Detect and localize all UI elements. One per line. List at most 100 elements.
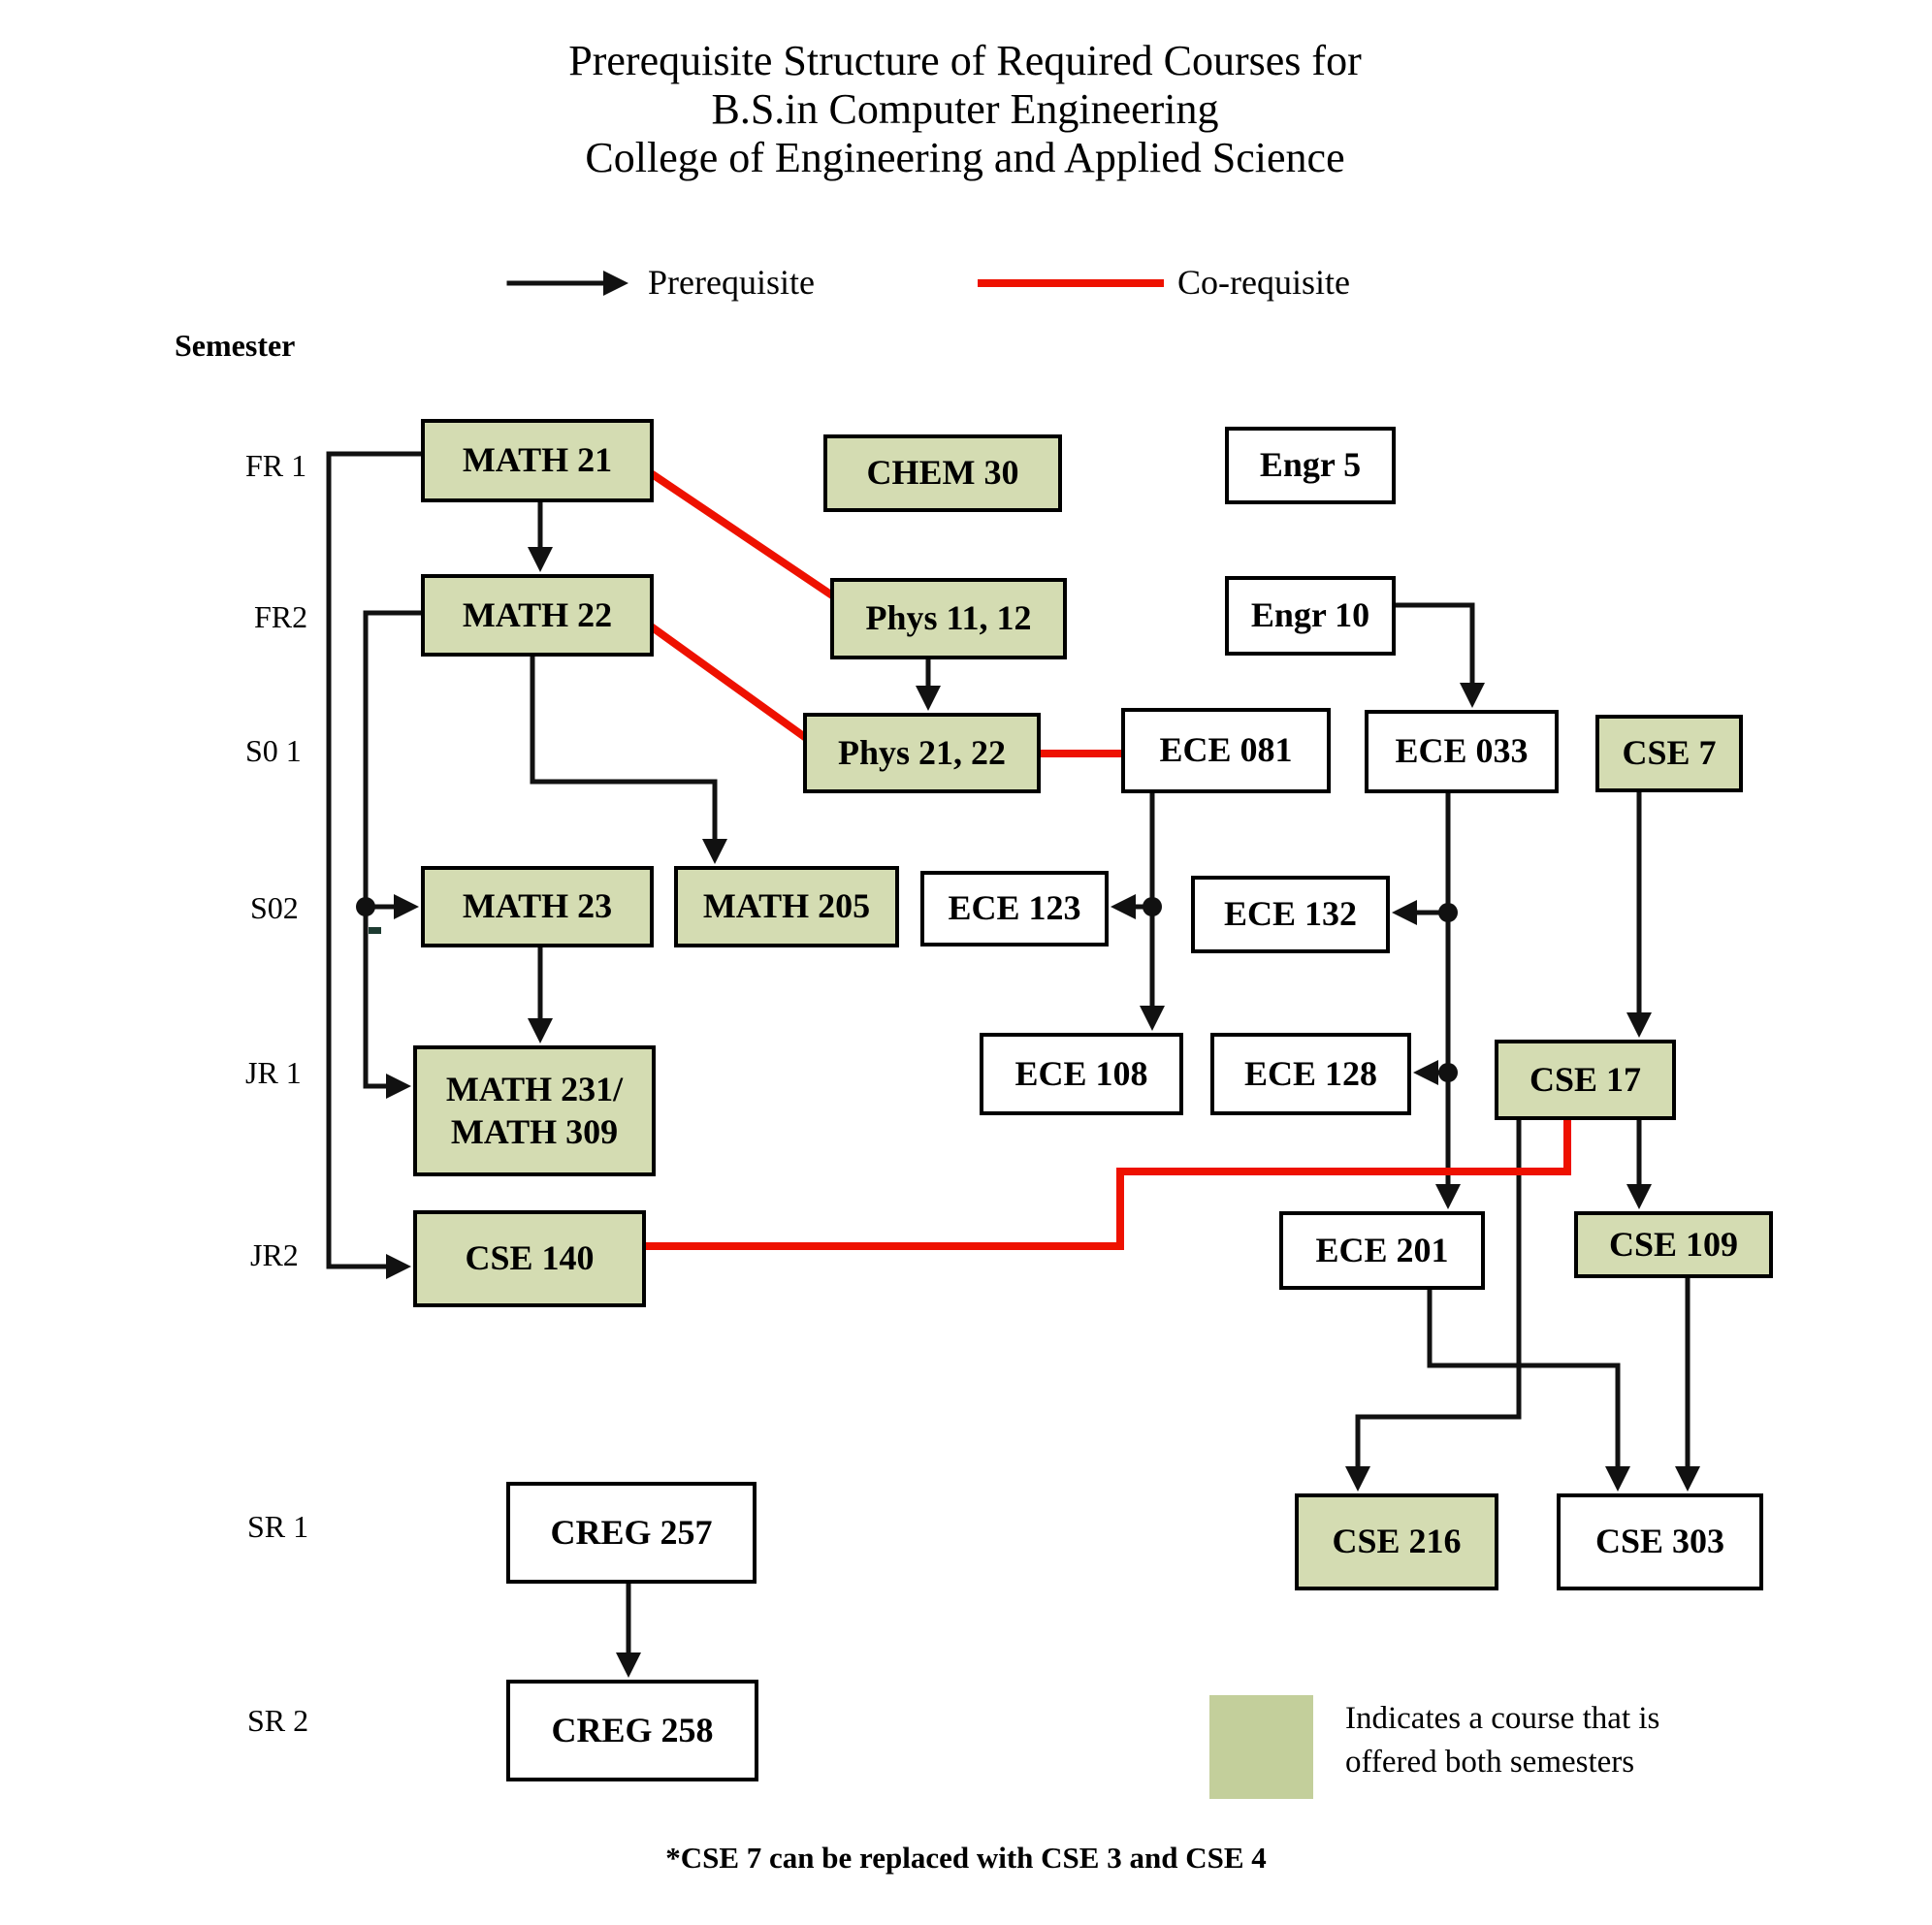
course-box-phys-11-12: Phys 11, 12 bbox=[830, 578, 1067, 659]
semester-label-jr2: JR2 bbox=[250, 1237, 299, 1272]
course-box-cse-7: CSE 7 bbox=[1595, 715, 1743, 792]
course-box-cse-109: CSE 109 bbox=[1574, 1211, 1773, 1278]
course-box-chem-30: CHEM 30 bbox=[823, 434, 1062, 512]
course-box-creg-257: CREG 257 bbox=[506, 1482, 757, 1584]
course-box-cse-17: CSE 17 bbox=[1495, 1040, 1676, 1120]
math22-to-math205 bbox=[530, 654, 718, 848]
semester-label-s02: S02 bbox=[250, 890, 299, 925]
both-semesters-swatch bbox=[1209, 1695, 1313, 1799]
math22-to-math23-arrowhead bbox=[394, 894, 419, 919]
course-box-ece-201: ECE 201 bbox=[1279, 1211, 1485, 1290]
course-box-ece-123: ECE 123 bbox=[920, 871, 1109, 946]
course-label: CSE 109 bbox=[1608, 1224, 1739, 1264]
course-box-cse-140: CSE 140 bbox=[413, 1210, 646, 1307]
course-label: CSE 216 bbox=[1332, 1522, 1462, 1561]
math22-to-math205-arrowhead bbox=[702, 839, 727, 864]
course-label: ECE 108 bbox=[1014, 1053, 1148, 1093]
course-label: Phys 11, 12 bbox=[865, 598, 1032, 638]
course-label: ECE 033 bbox=[1395, 731, 1529, 771]
ece201-to-cse303-arrowhead bbox=[1605, 1466, 1630, 1492]
ece081-to-ece123-arrowhead bbox=[1111, 894, 1136, 919]
math22-to-math231 bbox=[363, 610, 424, 1089]
course-box-phys-21-22: Phys 21, 22 bbox=[803, 713, 1041, 793]
math22-to-math23-junction-dot-0 bbox=[356, 897, 375, 916]
course-box-ece-132: ECE 132 bbox=[1191, 876, 1390, 953]
course-label: ECE 123 bbox=[948, 888, 1081, 928]
ece081-to-ece108-arrowhead bbox=[1140, 1006, 1165, 1031]
cse17-to-cse216 bbox=[1355, 1117, 1522, 1475]
course-label: Phys 21, 22 bbox=[837, 732, 1007, 772]
course-label: Engr 10 bbox=[1250, 595, 1370, 635]
course-label: CSE 17 bbox=[1529, 1059, 1642, 1099]
page-title: Prerequisite Structure of Required Cours… bbox=[29, 37, 1901, 182]
course-box-cse-303: CSE 303 bbox=[1557, 1493, 1763, 1590]
creg257-to-creg258-arrowhead bbox=[616, 1652, 641, 1678]
course-label: Engr 5 bbox=[1259, 445, 1362, 485]
course-box-ece-081: ECE 081 bbox=[1121, 708, 1331, 793]
coreq-math21-phys1112 bbox=[648, 469, 838, 601]
course-label: CSE 303 bbox=[1594, 1522, 1725, 1561]
note-line-2: offered both semesters bbox=[1345, 1744, 1635, 1780]
math23-to-math231-arrowhead bbox=[528, 1018, 553, 1043]
course-label: ECE 128 bbox=[1243, 1053, 1378, 1093]
note-line-1: Indicates a course that is bbox=[1345, 1701, 1660, 1736]
ece033-to-ece128-arrowhead bbox=[1413, 1060, 1438, 1085]
semester-label-fr2: FR2 bbox=[254, 599, 308, 634]
course-label: MATH 21 bbox=[462, 440, 613, 480]
course-label: ECE 132 bbox=[1223, 894, 1358, 934]
course-box-ece-033: ECE 033 bbox=[1365, 710, 1559, 793]
course-label: MATH 231/ bbox=[445, 1069, 624, 1108]
course-label: MATH 23 bbox=[462, 886, 613, 926]
course-box-math-21: MATH 21 bbox=[421, 419, 654, 502]
course-label: MATH 22 bbox=[462, 594, 613, 634]
course-label: MATH 309 bbox=[450, 1111, 619, 1151]
legend-prereq-arrow-arrowhead bbox=[603, 271, 628, 296]
cse17-to-cse216-arrowhead bbox=[1345, 1466, 1370, 1492]
cse17-to-cse109-arrowhead bbox=[1626, 1184, 1652, 1209]
engr10-to-ece033-arrowhead bbox=[1460, 683, 1485, 708]
course-label: ECE 081 bbox=[1159, 730, 1293, 770]
both-semesters-note: Indicates a course that is offered both … bbox=[1345, 1697, 1659, 1783]
ece033-to-ece201-arrowhead bbox=[1435, 1184, 1461, 1209]
course-box-cse-216: CSE 216 bbox=[1295, 1493, 1498, 1590]
phys1112-to-phys2122-arrowhead bbox=[916, 686, 941, 711]
footnote: *CSE 7 can be replaced with CSE 3 and CS… bbox=[665, 1841, 1267, 1875]
small-dash bbox=[369, 927, 381, 934]
coreq-cse140-cse17 bbox=[642, 1116, 1571, 1250]
course-box-ece-108: ECE 108 bbox=[980, 1033, 1183, 1115]
math22-to-math231-arrowhead bbox=[386, 1074, 411, 1099]
course-label: CSE 140 bbox=[465, 1238, 595, 1278]
semester-label-s0-1: S0 1 bbox=[245, 733, 302, 768]
course-label: CSE 7 bbox=[1622, 733, 1717, 773]
course-box-creg-258: CREG 258 bbox=[506, 1680, 758, 1781]
course-label: CHEM 30 bbox=[866, 453, 1019, 493]
cse7-to-cse17-arrowhead bbox=[1626, 1012, 1652, 1038]
course-box-math-231-309: MATH 231/MATH 309 bbox=[413, 1045, 656, 1176]
semester-label-fr-1: FR 1 bbox=[245, 448, 307, 483]
course-label: MATH 205 bbox=[702, 886, 871, 926]
course-label: CREG 258 bbox=[551, 1710, 714, 1749]
semester-label-sr-1: SR 1 bbox=[247, 1509, 309, 1544]
semester-label-jr-1: JR 1 bbox=[245, 1055, 302, 1090]
math21-to-cse140-arrowhead bbox=[386, 1254, 411, 1279]
course-box-math-23: MATH 23 bbox=[421, 866, 654, 947]
course-box-engr-10: Engr 10 bbox=[1225, 576, 1396, 656]
course-box-math-22: MATH 22 bbox=[421, 574, 654, 657]
ece033-to-ece132-arrowhead bbox=[1392, 900, 1417, 925]
ece201-to-cse303 bbox=[1427, 1287, 1621, 1475]
cse109-to-cse303-arrowhead bbox=[1675, 1466, 1700, 1492]
engr10-to-ece033 bbox=[1393, 602, 1475, 691]
course-box-math-205: MATH 205 bbox=[674, 866, 899, 947]
legend-corequisite-label: Co-requisite bbox=[1177, 263, 1350, 302]
course-box-engr-5: Engr 5 bbox=[1225, 427, 1396, 504]
math21-to-math22-arrowhead bbox=[528, 547, 553, 572]
semester-column-header: Semester bbox=[175, 328, 296, 363]
coreq-math22-phys2122 bbox=[648, 623, 819, 749]
math21-to-cse140 bbox=[326, 451, 424, 1269]
title-line-3: College of Engineering and Applied Scien… bbox=[585, 134, 1345, 182]
semester-label-sr-2: SR 2 bbox=[247, 1703, 309, 1738]
course-box-ece-128: ECE 128 bbox=[1210, 1033, 1411, 1115]
course-label: CREG 257 bbox=[550, 1512, 713, 1552]
